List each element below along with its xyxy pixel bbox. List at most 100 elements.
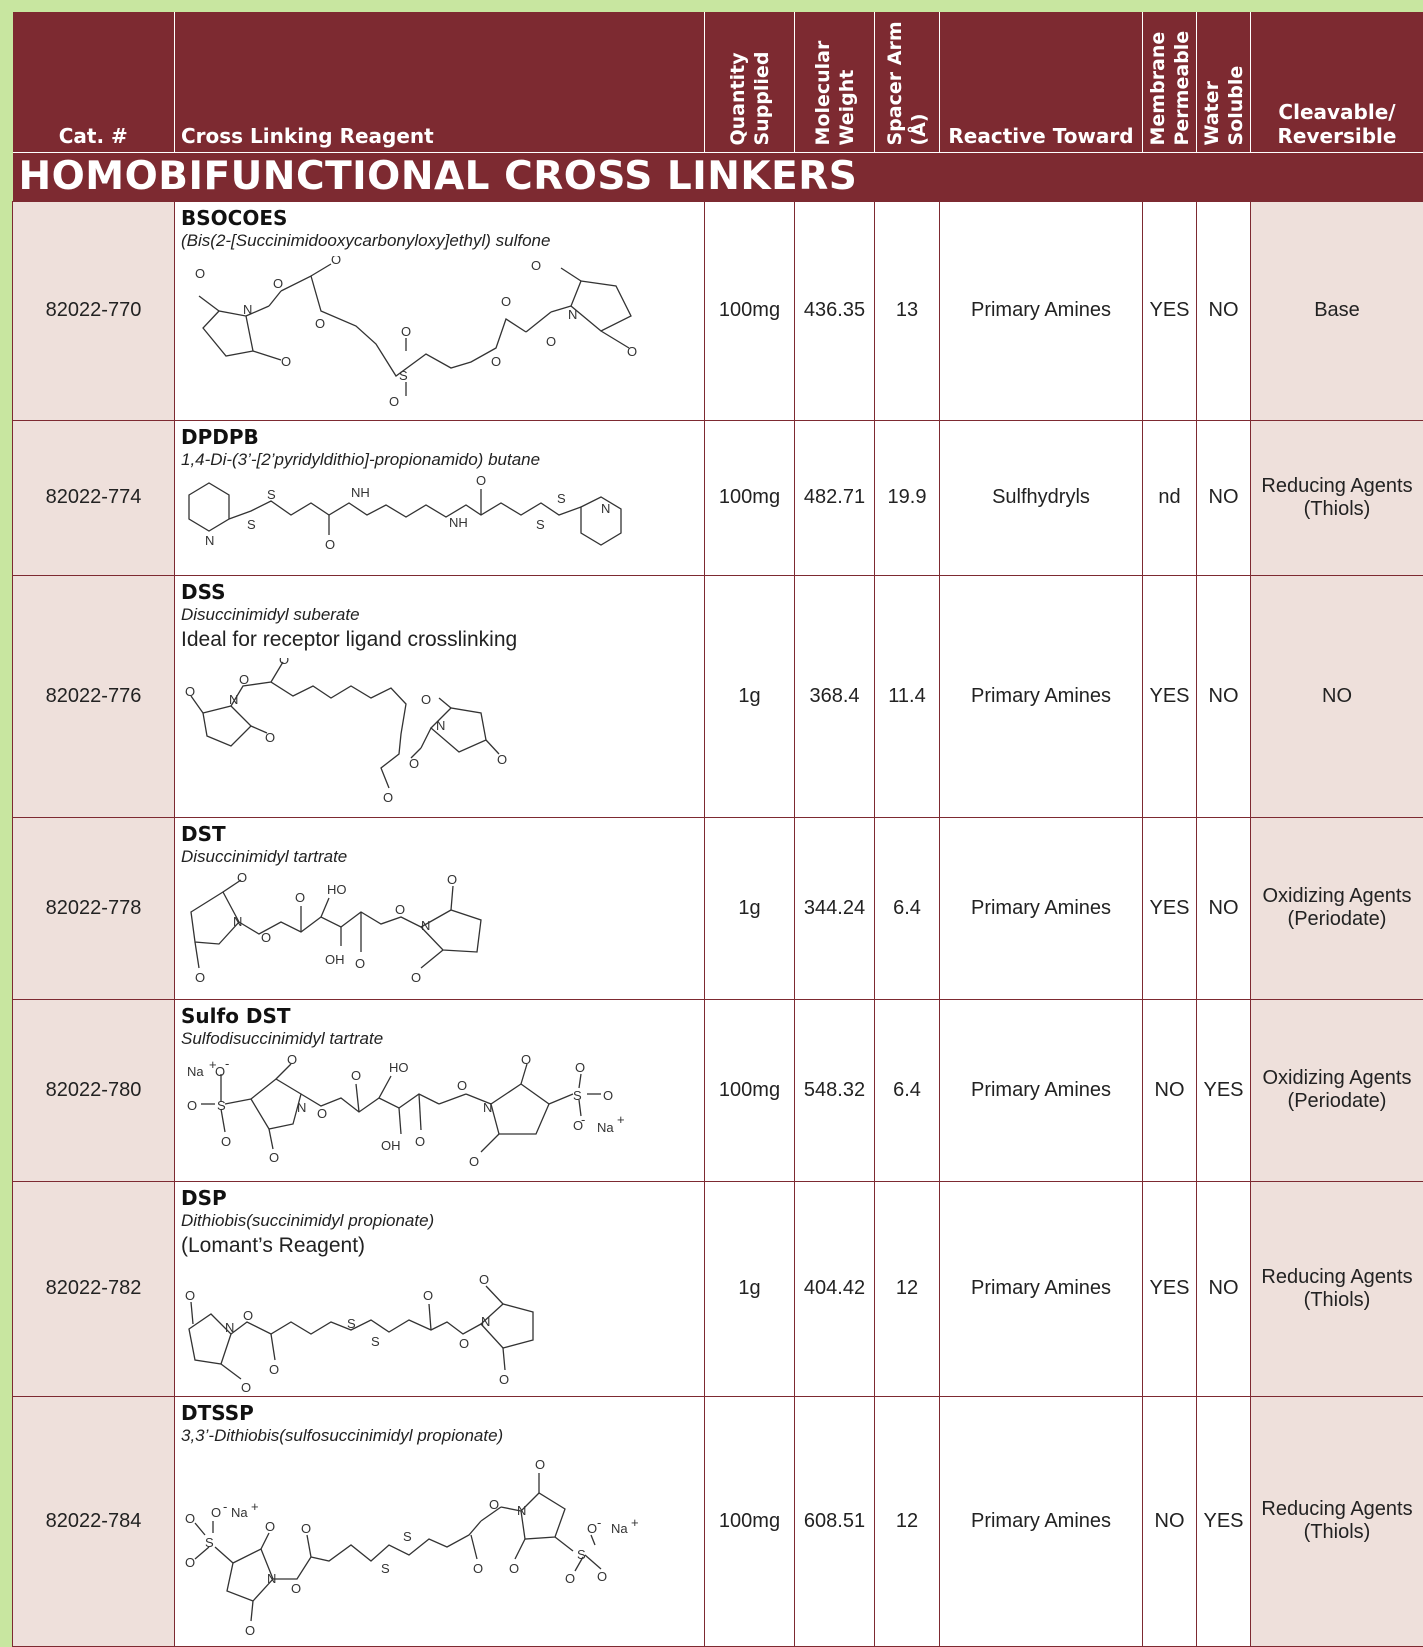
- atom-label: O: [187, 1098, 197, 1113]
- reagent-cell: DPDPB 1,4-Di-(3’-[2’pyridyldithio]-propi…: [175, 420, 705, 575]
- atom-label: O: [409, 756, 419, 771]
- reagent-full-name: Sulfodisuccinimidyl tartrate: [181, 1028, 698, 1050]
- reagent-cell: BSOCOES (Bis(2-[Succinimidooxycarbonylox…: [175, 201, 705, 420]
- membrane-cell: YES: [1143, 575, 1197, 817]
- reagent-name: DTSSP: [181, 1401, 698, 1425]
- atom-label: O: [195, 266, 205, 281]
- atom-label: S: [577, 1547, 586, 1562]
- atom-label: O: [273, 276, 283, 291]
- quantity-cell: 100mg: [705, 1396, 795, 1646]
- atom-label: N: [225, 1320, 234, 1335]
- mw-cell: 404.42: [795, 1181, 875, 1396]
- atom-label: S: [217, 1098, 226, 1113]
- reagent-full-name: Dithiobis(succinimidyl propionate): [181, 1210, 698, 1232]
- spacer-cell: 19.9: [875, 420, 940, 575]
- atom-label: -: [597, 1515, 601, 1530]
- atom-label: O: [421, 692, 431, 707]
- table-row: 82022-784 DTSSP 3,3’-Dithiobis(sulfosucc…: [13, 1396, 1423, 1646]
- reagent-name: DST: [181, 822, 698, 846]
- mw-cell: 548.32: [795, 999, 875, 1181]
- spacer-cell: 13: [875, 201, 940, 420]
- water-cell: NO: [1197, 817, 1251, 999]
- atom-label: N: [243, 302, 252, 317]
- atom-label: O: [237, 872, 247, 885]
- atom-label: O: [195, 970, 205, 985]
- chemical-structure-diagram: N S S O NH NH O S S N: [181, 475, 681, 565]
- atom-label: O: [281, 354, 291, 369]
- atom-label: O: [401, 324, 411, 339]
- atom-label: O: [245, 1623, 255, 1638]
- atom-label: O: [265, 730, 275, 745]
- atom-label: O: [479, 1272, 489, 1287]
- atom-label: N: [297, 1100, 306, 1115]
- atom-label: S: [557, 491, 566, 506]
- atom-label: -: [581, 1112, 585, 1127]
- water-cell: NO: [1197, 201, 1251, 420]
- atom-label: HO: [327, 882, 347, 897]
- atom-label: N: [483, 1100, 492, 1115]
- cleavable-cell: Reducing Agents (Thiols): [1251, 1181, 1423, 1396]
- atom-label: O: [627, 344, 637, 359]
- reagent-cell: DTSSP 3,3’-Dithiobis(sulfosuccinimidyl p…: [175, 1396, 705, 1646]
- cleavable-cell: NO: [1251, 575, 1423, 817]
- chemical-structure-diagram: O N O O O O N O O O: [181, 658, 681, 808]
- atom-label: O: [383, 790, 393, 805]
- section-row: HOMOBIFUNCTIONAL CROSS LINKERS: [13, 152, 1423, 201]
- header-cat: Cat. #: [13, 12, 175, 152]
- membrane-cell: nd: [1143, 420, 1197, 575]
- reagent-name: DSS: [181, 580, 698, 604]
- chemical-structure-diagram: O O - Na + S O O N O O O S S O O N: [181, 1451, 681, 1641]
- atom-label: NH: [449, 515, 468, 530]
- cleavable-cell: Reducing Agents (Thiols): [1251, 1396, 1423, 1646]
- atom-label: O: [457, 1078, 467, 1093]
- table-row: 82022-778 DST Disuccinimidyl tartrate O …: [13, 817, 1423, 999]
- atom-label: O: [473, 1561, 483, 1576]
- table-row: 82022-774 DPDPB 1,4-Di-(3’-[2’pyridyldit…: [13, 420, 1423, 575]
- atom-label: O: [389, 394, 399, 406]
- atom-label: N: [517, 1503, 526, 1518]
- atom-label: N: [229, 692, 238, 707]
- atom-label: N: [267, 1571, 276, 1586]
- atom-label: O: [459, 1336, 469, 1351]
- cleavable-cell: Oxidizing Agents (Periodate): [1251, 999, 1423, 1181]
- atom-label: +: [631, 1515, 639, 1530]
- mw-cell: 608.51: [795, 1396, 875, 1646]
- header-cleavable: Cleavable/ Reversible: [1251, 12, 1423, 152]
- atom-label: NH: [351, 485, 370, 500]
- atom-label: Na: [597, 1120, 614, 1135]
- atom-label: O: [395, 902, 405, 917]
- atom-label: N: [568, 307, 577, 322]
- atom-label: S: [267, 487, 276, 502]
- atom-label: O: [221, 1134, 231, 1149]
- header-membrane-label: Membrane Permeable: [1146, 12, 1194, 146]
- atom-label: O: [291, 1581, 301, 1596]
- quantity-cell: 100mg: [705, 420, 795, 575]
- reactive-cell: Primary Amines: [940, 817, 1143, 999]
- cleavable-cell: Reducing Agents (Thiols): [1251, 420, 1423, 575]
- atom-label: Na: [231, 1505, 248, 1520]
- atom-label: O: [215, 1064, 225, 1079]
- atom-label: +: [617, 1112, 625, 1127]
- atom-label: O: [301, 1521, 311, 1536]
- chemical-structure-diagram: O N O O O HO OH O O N O O: [181, 872, 681, 992]
- atom-label: S: [371, 1334, 380, 1349]
- reagent-cell: DST Disuccinimidyl tartrate O N O O O HO: [175, 817, 705, 999]
- membrane-cell: NO: [1143, 999, 1197, 1181]
- atom-label: S: [247, 517, 256, 532]
- reagent-cell: DSS Disuccinimidyl suberate Ideal for re…: [175, 575, 705, 817]
- atom-label: O: [411, 970, 421, 985]
- atom-label: O: [501, 294, 511, 309]
- atom-label: O: [603, 1088, 613, 1103]
- header-mw: Molecular Weight: [795, 12, 875, 152]
- atom-label: N: [481, 1314, 490, 1329]
- spacer-cell: 6.4: [875, 817, 940, 999]
- atom-label: S: [573, 1088, 582, 1103]
- table-row: 82022-782 DSP Dithiobis(succinimidyl pro…: [13, 1181, 1423, 1396]
- cat-number: 82022-780: [13, 999, 175, 1181]
- mw-cell: 368.4: [795, 575, 875, 817]
- atom-label: O: [499, 1372, 509, 1387]
- header-membrane: Membrane Permeable: [1143, 12, 1197, 152]
- atom-label: O: [497, 752, 507, 767]
- atom-label: O: [597, 1569, 607, 1584]
- atom-label: O: [476, 475, 486, 488]
